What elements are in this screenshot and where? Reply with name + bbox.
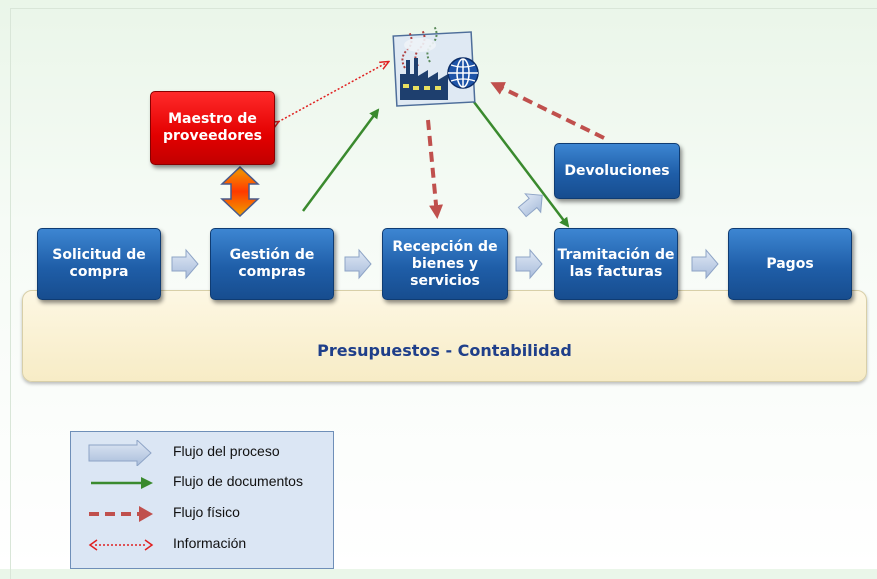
node-pagos-label: Pagos — [766, 255, 814, 272]
legend-label-physical: Flujo físico — [173, 504, 240, 520]
legend-item-documents: Flujo de documentos — [71, 470, 333, 496]
master-sync-double-arrow — [220, 165, 260, 218]
factory-globe-icon — [392, 25, 479, 107]
legend-label-process: Flujo del proceso — [173, 443, 280, 459]
info-flow-maestro-factory — [278, 62, 388, 122]
node-maestro-proveedores: Maestro de proveedores — [150, 91, 275, 165]
node-recepcion: Recepción de bienes y servicios — [382, 228, 508, 300]
legend: Flujo del proceso Flujo de documentos Fl… — [70, 431, 334, 569]
physical-flow-devoluciones-to-factory — [490, 82, 605, 140]
doc-flow-factory-to-tramitacion — [473, 101, 570, 228]
doc-flow-gestion-to-factory — [301, 108, 380, 212]
process-arrow-1 — [171, 248, 199, 280]
legend-label-information: Información — [173, 535, 247, 551]
node-gestion-label: Gestión de compras — [229, 247, 315, 280]
node-solicitud-label: Solicitud de compra — [52, 247, 146, 280]
green-arrow-icon — [91, 477, 153, 489]
block-arrow-icon — [88, 440, 152, 466]
physical-flow-factory-to-recepcion — [426, 119, 444, 219]
legend-label-documents: Flujo de documentos — [173, 473, 303, 489]
legend-item-process: Flujo del proceso — [71, 440, 333, 466]
red-dashed-arrow-icon — [89, 506, 153, 522]
node-devoluciones-label: Devoluciones — [564, 162, 670, 179]
process-arrow-2 — [344, 248, 372, 280]
red-dotted-double-arrow-icon — [88, 539, 154, 551]
page-frame — [10, 8, 877, 579]
legend-item-physical: Flujo físico — [71, 501, 333, 527]
node-solicitud-compra: Solicitud de compra — [37, 228, 161, 300]
band-label: Presupuestos - Contabilidad — [317, 341, 572, 360]
node-pagos: Pagos — [728, 228, 852, 300]
legend-item-information: Información — [71, 532, 333, 558]
process-arrow-devoluciones — [517, 193, 543, 218]
node-gestion-compras: Gestión de compras — [210, 228, 334, 300]
node-devoluciones: Devoluciones — [554, 143, 680, 199]
node-tramitacion-facturas: Tramitación de las facturas — [554, 228, 678, 300]
node-tramitacion-label: Tramitación de las facturas — [557, 247, 675, 280]
node-maestro-label: Maestro de proveedores — [162, 111, 263, 144]
process-arrow-4 — [691, 248, 719, 280]
budget-accounting-band: Presupuestos - Contabilidad — [22, 290, 867, 382]
node-recepcion-label: Recepción de bienes y servicios — [392, 238, 498, 289]
process-arrow-3 — [515, 248, 543, 280]
